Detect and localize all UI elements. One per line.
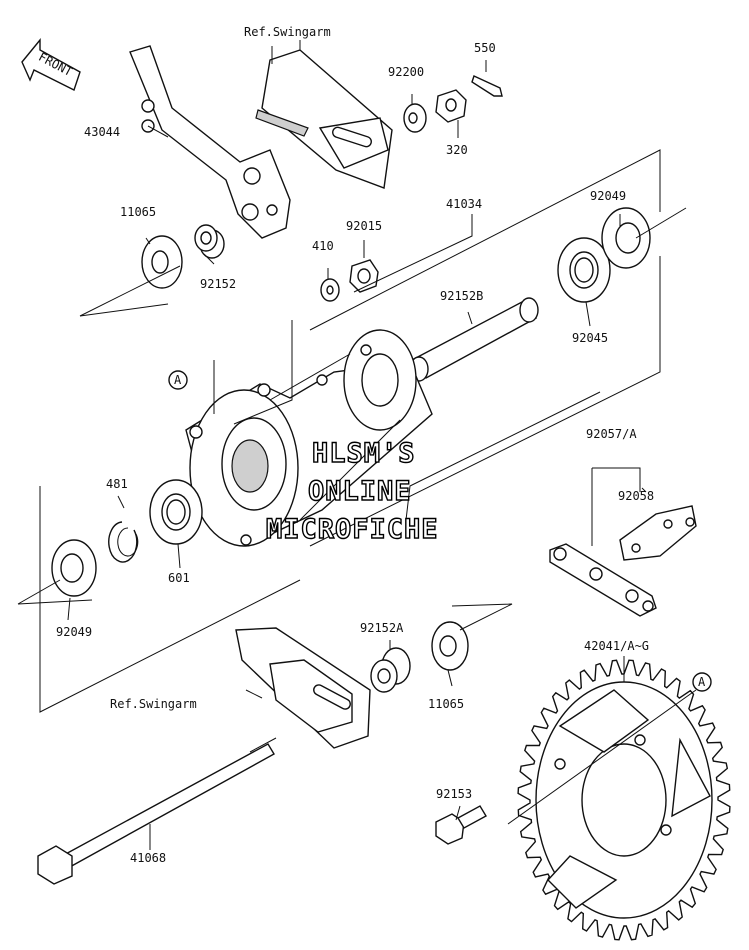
label-ref-swingarm-bottom: Ref.Swingarm [110, 697, 197, 711]
bracket-43044 [129, 45, 291, 239]
label-41068: 41068 [130, 851, 166, 865]
reference-a-right: A [692, 672, 712, 692]
label-410: 410 [312, 239, 334, 253]
label-41034: 41034 [446, 197, 482, 211]
collar-92152 [194, 224, 225, 259]
watermark: HLSM'S ONLINE MICROFICHE [265, 437, 439, 545]
washer-92200 [403, 103, 427, 133]
seal-92049-bottom [51, 539, 97, 597]
label-92152a: 92152A [360, 621, 404, 635]
washer-410 [320, 278, 340, 302]
reference-a-left: A [168, 370, 188, 390]
swingarm-lower [235, 627, 371, 749]
label-92015: 92015 [346, 219, 382, 233]
front-arrow-icon: FRONT [21, 38, 81, 91]
label-ref-swingarm-top: Ref.Swingarm [244, 25, 331, 39]
seal-92049-top [601, 207, 651, 269]
bolt-92153 [435, 805, 487, 845]
watermark-line-1: HLSM'S [312, 438, 416, 469]
cotter-pin-550 [471, 75, 503, 97]
label-42041: 42041/A~G [584, 639, 649, 653]
label-92057a: 92057/A [586, 427, 637, 441]
watermark-line-2: ONLINE [308, 476, 412, 507]
label-92049-bottom: 92049 [56, 625, 92, 639]
circlip-481 [108, 521, 139, 563]
label-92049-top: 92049 [590, 189, 626, 203]
label-92058: 92058 [618, 489, 654, 503]
label-92152: 92152 [200, 277, 236, 291]
label-320: 320 [446, 143, 468, 157]
label-92045: 92045 [572, 331, 608, 345]
ref-a-right-label: A [698, 675, 706, 689]
nut-320 [435, 89, 467, 123]
watermark-line-3: MICROFICHE [266, 514, 439, 545]
chain-92057a [549, 543, 657, 617]
seal-11065-bottom [431, 621, 469, 671]
swingarm-upper [255, 40, 393, 189]
bearing-92045 [557, 237, 611, 303]
label-601: 601 [168, 571, 190, 585]
label-481: 481 [106, 477, 128, 491]
master-link-92058 [619, 505, 697, 561]
axle-41068 [37, 737, 277, 885]
hub-41034 [185, 329, 433, 547]
bearing-601 [149, 479, 203, 545]
label-43044: 43044 [84, 125, 120, 139]
seal-11065-top [141, 235, 183, 289]
collar-92152a [370, 647, 411, 693]
label-550: 550 [474, 41, 496, 55]
ref-a-left-label: A [174, 373, 182, 387]
label-92200: 92200 [388, 65, 424, 79]
label-92152b: 92152B [440, 289, 483, 303]
leader-lines [17, 46, 697, 850]
spacer-92152b [409, 297, 539, 382]
sprocket-42041 [517, 659, 731, 941]
label-11065-bottom: 11065 [428, 697, 464, 711]
label-11065-top: 11065 [120, 205, 156, 219]
label-92153: 92153 [436, 787, 472, 801]
